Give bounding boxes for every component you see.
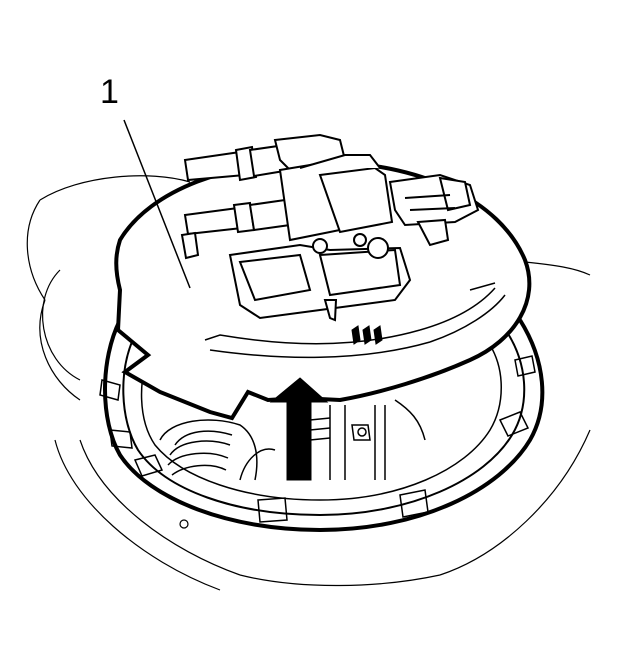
arrow-up-icon xyxy=(269,377,329,481)
callout-number: 1 xyxy=(100,73,119,111)
callout-leader-line xyxy=(123,119,191,289)
lock-ring xyxy=(99,318,545,533)
tank-surface xyxy=(26,175,591,591)
callout-1: 1 xyxy=(100,73,191,289)
fuel-connectors xyxy=(180,133,480,322)
pump-interior xyxy=(159,399,426,481)
